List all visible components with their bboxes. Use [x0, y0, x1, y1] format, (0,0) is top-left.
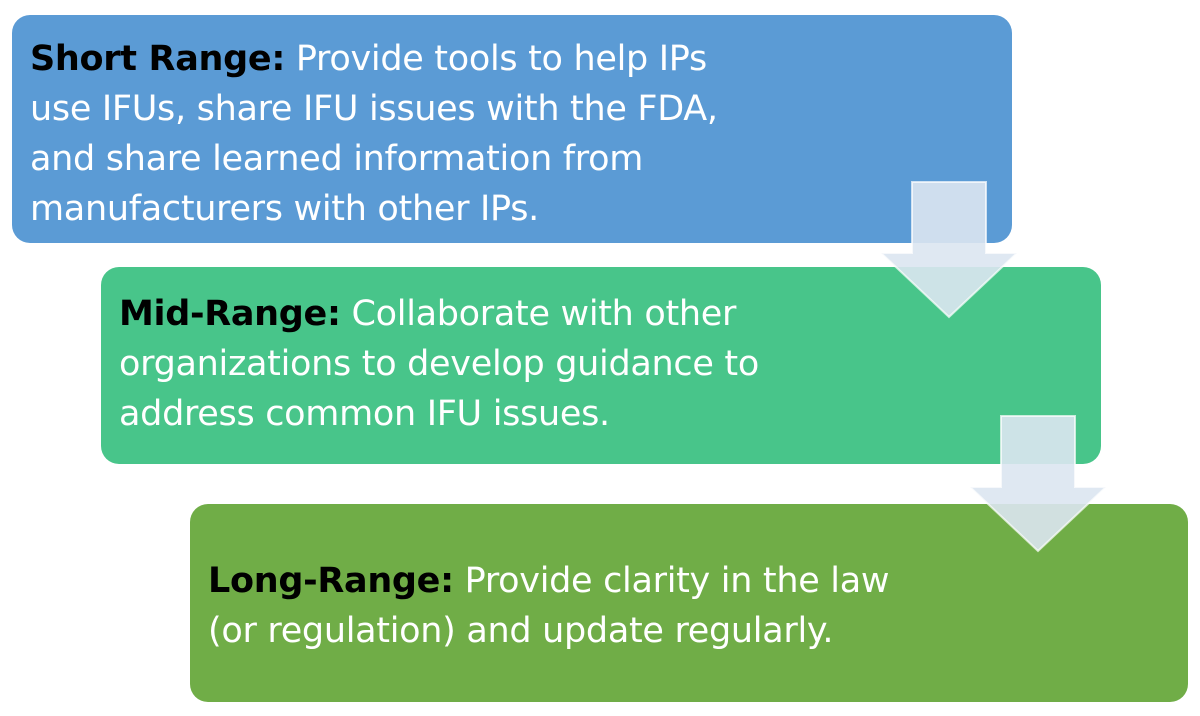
step-line: Short Range: Provide tools to help IPs	[30, 34, 1012, 84]
step-text: Provide tools to help IPs	[285, 39, 707, 79]
step-text: Collaborate with other	[340, 294, 737, 334]
short-range-step: Short Range: Provide tools to help IPs u…	[12, 15, 1012, 243]
step-line: Mid-Range: Collaborate with other	[119, 289, 1101, 339]
step-line: Long-Range: Provide clarity in the law	[208, 556, 1188, 606]
step-line: address common IFU issues.	[119, 394, 610, 434]
step-line: organizations to develop guidance to	[119, 344, 759, 384]
step-line: (or regulation) and update regularly.	[208, 611, 834, 651]
step-heading: Mid-Range:	[119, 294, 341, 334]
step-line: manufacturers with other IPs.	[30, 189, 539, 229]
down-arrow-icon	[967, 414, 1109, 554]
step-heading: Short Range:	[30, 39, 286, 79]
step-heading: Long-Range:	[208, 561, 454, 601]
step-text: Provide clarity in the law	[453, 561, 890, 601]
long-range-step: Long-Range: Provide clarity in the law (…	[190, 504, 1188, 702]
down-arrow-icon	[878, 180, 1020, 320]
step-line: and share learned information from	[30, 139, 644, 179]
step-line: use IFUs, share IFU issues with the FDA,	[30, 89, 718, 129]
